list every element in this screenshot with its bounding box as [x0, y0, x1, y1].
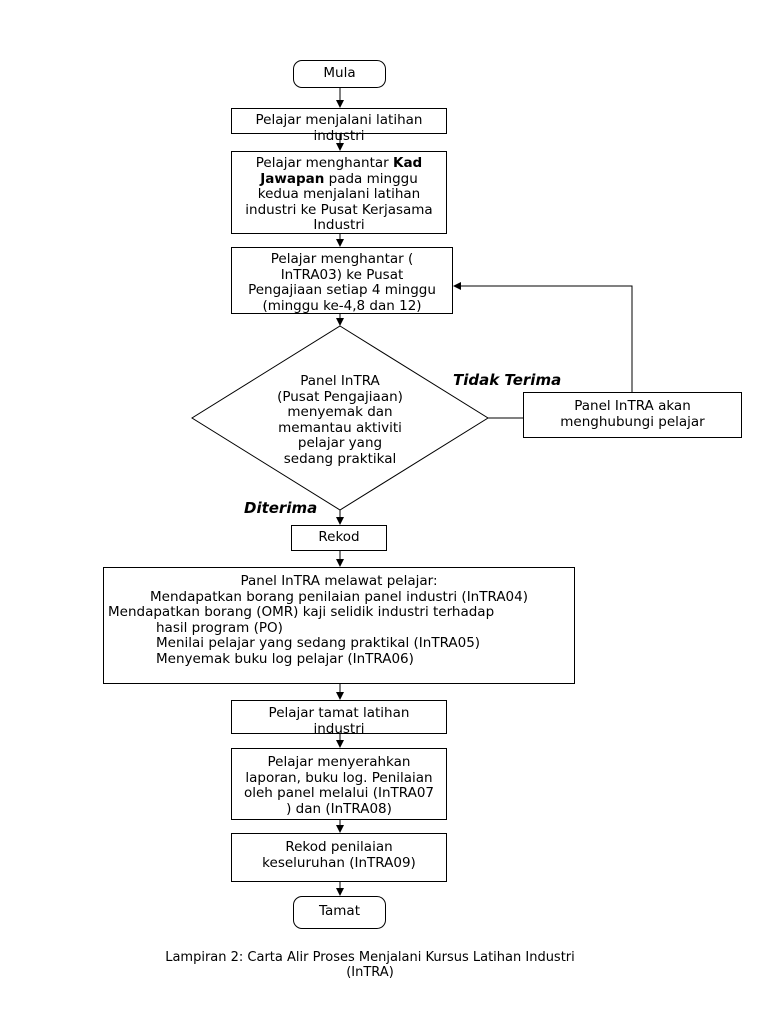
- step-serah-laporan: Pelajar menyerahkan laporan, buku log. P…: [231, 748, 447, 820]
- end-terminal: Tamat: [293, 896, 386, 929]
- step-hantar-intra03: Pelajar menghantar ( InTRA03) ke Pusat P…: [231, 247, 453, 314]
- step-panel-hubungi-pelajar: Panel InTRA akan menghubungi pelajar: [523, 392, 742, 438]
- label-diterima: Diterima: [244, 499, 318, 517]
- end-label: Tamat: [318, 903, 360, 919]
- step-panel-melawat: Panel InTRA melawat pelajar: Mendapatkan…: [103, 567, 575, 684]
- decision-text: Panel InTRA (Pusat Pengajiaan) menyemak …: [277, 373, 403, 467]
- figure-caption: Lampiran 2: Carta Alir Proses Menjalani …: [165, 950, 575, 980]
- start-terminal: Mula: [293, 60, 386, 88]
- label-tidak-terima: Tidak Terima: [453, 371, 562, 389]
- step-tamat-latihan: Pelajar tamat latihan industri: [231, 700, 447, 736]
- step-menjalani-latihan: Pelajar menjalani latihan industri: [231, 108, 447, 143]
- step-rekod-penilaian: Rekod penilaian keseluruhan (InTRA09): [231, 833, 447, 882]
- step-hantar-kad-jawapan: Pelajar menghantar Kad Jawapan pada ming…: [231, 151, 447, 234]
- arrow-contact-step3: [453, 282, 633, 392]
- step-rekod: Rekod: [291, 525, 387, 551]
- start-label: Mula: [323, 65, 356, 81]
